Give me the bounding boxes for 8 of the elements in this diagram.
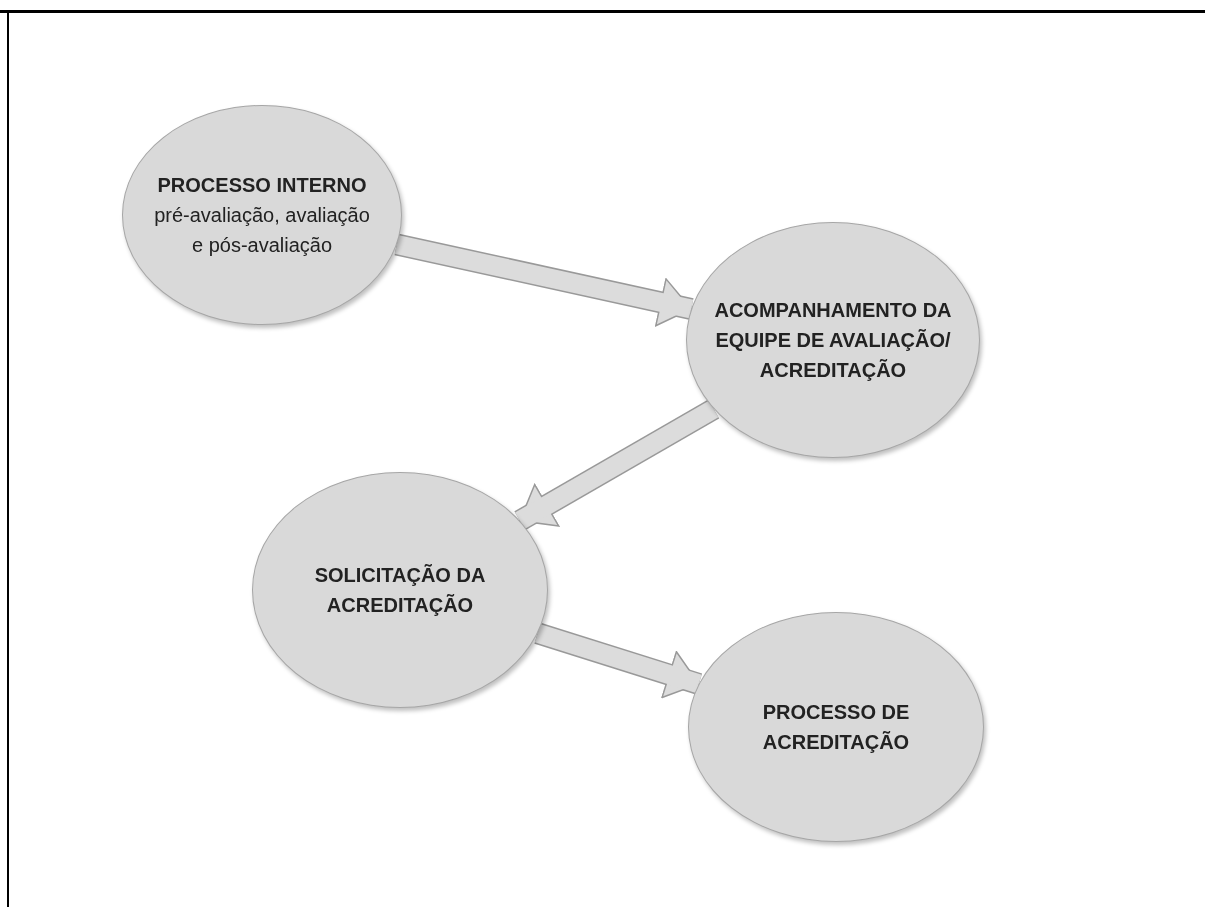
block-arrow	[394, 233, 694, 327]
ellipse-title: PROCESSO INTERNO	[157, 173, 367, 198]
ellipse-text: pré-avaliação, avaliação e pós-avaliação	[153, 203, 371, 258]
ellipse-title: PROCESSO DE ACREDITAÇÃO	[761, 700, 911, 755]
ellipse-title: ACOMPANHAMENTO DA EQUIPE DE AVALIAÇÃO/ ACREDITAÇÃO	[713, 298, 953, 383]
block-arrow	[514, 399, 720, 531]
ellipse-title: SOLICITAÇÃO DA ACREDITAÇÃO	[313, 563, 487, 618]
block-arrow	[534, 622, 703, 699]
